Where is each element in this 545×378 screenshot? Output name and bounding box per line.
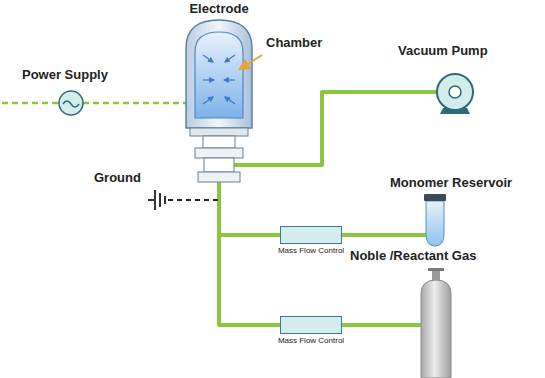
ground-symbol [164,196,166,204]
chamber-foot [198,172,240,182]
mass-flow-controller: Mass Flow Control [276,316,347,345]
pump-body [437,74,473,110]
power-supply-label: Power Supply [22,68,108,83]
flow-arrow [225,55,235,62]
power-wire [2,102,59,105]
reservoir-label: Monomer Reservoir [390,176,512,191]
ground-label: Ground [94,171,141,186]
ground-wire [168,199,219,201]
controller-label: Mass Flow Control [276,336,347,345]
callout-label: Chamber [266,36,322,51]
controller-box [280,316,342,334]
cylinder-handle [428,268,444,271]
controller-label: Mass Flow Control [276,246,347,255]
callout-arrow [240,55,262,69]
vacuum-pump-label: Vacuum Pump [398,44,488,59]
cylinder-valve [432,271,440,280]
chamber-flange [195,148,243,158]
ground-symbol [148,199,155,201]
electrode-shell [186,20,252,128]
mass-flow-controller: Mass Flow Control [276,226,347,255]
gas-cylinder [421,280,451,378]
flow-arrow [224,79,235,80]
power-wire [83,102,186,105]
reservoir-vial [426,201,444,246]
vacuum-line [234,92,437,165]
controller-box [280,226,342,244]
ground-symbol [159,193,161,207]
reservoir-cap [424,194,446,201]
pump-rotor [449,86,461,98]
gas-supply-line [342,323,425,327]
plasma-chamber [195,32,243,118]
monomer-line [342,235,435,244]
gas-source-label: Noble /Reactant Gas [350,249,476,264]
ac-tilde [63,101,79,107]
flow-arrow [225,97,235,104]
electrode-label: Electrode [189,2,248,17]
flow-arrow [203,55,213,62]
flow-arrow [203,79,214,80]
chamber-port [204,158,234,172]
gas-branch-line [219,233,280,237]
chamber-base [190,128,248,136]
chamber-neck [203,136,235,148]
ground-symbol [154,190,156,210]
gas-trunk-line [219,182,280,325]
flow-arrow [203,97,213,104]
ac-source-symbol [59,91,83,115]
